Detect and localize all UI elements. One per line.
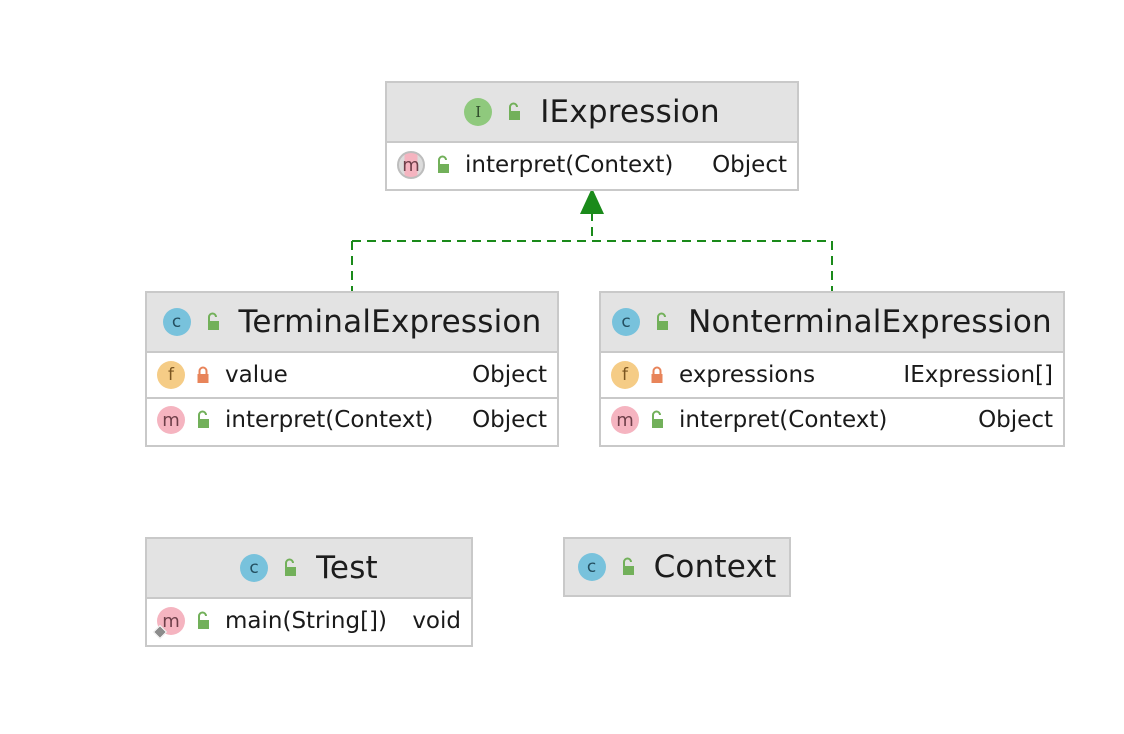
method-return-type: Object [472,407,547,433]
class-header: c Test [147,539,471,599]
public-lock-icon [198,611,209,629]
public-lock-icon [622,557,634,575]
class-box-context[interactable]: c Context [563,537,791,597]
class-icon: c [612,308,641,336]
method-return-type: Object [978,407,1053,433]
class-header: c NonterminalExpression [601,293,1063,353]
method-letter: m [162,610,180,632]
method-row[interactable]: m interpret(Context) Object [387,143,797,187]
class-header: c Context [565,539,789,595]
field-icon: f [611,361,639,389]
method-row[interactable]: m interpret(Context) Object [601,397,1063,441]
class-box-iexpression[interactable]: I IExpression m interpret(Context) Objec… [385,81,799,191]
private-lock-icon [197,366,209,383]
public-lock-icon [207,312,219,330]
field-type: Object [472,362,547,388]
public-lock-icon [438,155,449,173]
class-icon: c [240,554,269,582]
method-name: interpret(Context) [465,152,674,178]
private-lock-icon [651,366,663,383]
class-name: IExpression [540,94,720,130]
method-row[interactable]: m main(String[]) void [147,599,471,643]
class-icon: c [162,308,191,336]
class-name: TerminalExpression [238,304,542,340]
field-row[interactable]: f value Object [147,353,557,397]
static-method-icon: m [152,607,185,640]
method-return-type: Object [712,152,787,178]
class-box-test[interactable]: c Test m main(String[]) void [145,537,473,647]
realization-arrowhead [580,188,604,214]
class-box-terminal-expression[interactable]: c TerminalExpression f value Object m in… [145,291,559,447]
field-name: expressions [679,362,816,388]
realization-connector [351,212,833,291]
class-icon: c [577,553,606,581]
method-name: interpret(Context) [225,407,434,433]
field-icon: f [157,361,185,389]
class-header: c TerminalExpression [147,293,557,353]
public-lock-icon [652,410,663,428]
interface-icon: I [464,98,493,126]
public-lock-icon [198,410,209,428]
public-lock-icon [509,102,521,120]
class-name: Context [653,549,777,585]
class-name: Test [316,550,378,586]
method-return-type: void [412,608,461,634]
class-box-nonterminal-expression[interactable]: c NonterminalExpression f expressions IE… [599,291,1065,447]
class-name: NonterminalExpression [688,304,1052,340]
field-row[interactable]: f expressions IExpression[] [601,353,1063,397]
method-name: main(String[]) [225,608,387,634]
field-name: value [225,362,288,388]
method-icon: m [611,406,639,434]
abstract-method-icon: m [397,151,425,179]
field-type: IExpression[] [903,362,1053,388]
public-lock-icon [285,558,297,576]
class-header: I IExpression [387,83,797,143]
method-icon: m [157,406,185,434]
public-lock-icon [657,312,669,330]
method-row[interactable]: m interpret(Context) Object [147,397,557,441]
method-name: interpret(Context) [679,407,888,433]
